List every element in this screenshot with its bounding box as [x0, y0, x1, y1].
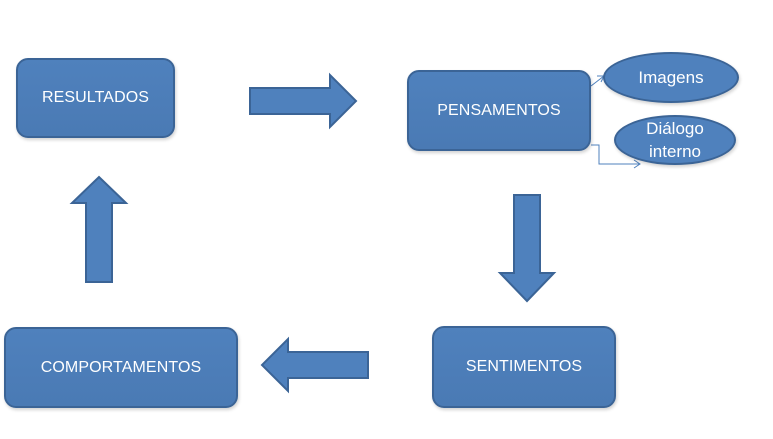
node-sentimentos-label: SENTIMENTOS [465, 358, 583, 375]
node-sentimentos: SENTIMENTOS [432, 326, 616, 408]
arrow-sentimentos-to-comportamentos [260, 336, 369, 394]
connector-dialogo-arrowhead [633, 159, 641, 169]
node-comportamentos-label: COMPORTAMENTOS [40, 358, 202, 376]
node-resultados: RESULTADOS [16, 58, 175, 138]
node-resultados-label: RESULTADOS [41, 89, 150, 106]
node-comportamentos: COMPORTAMENTOS [4, 327, 238, 408]
arrow-pensamentos-to-sentimentos [497, 194, 557, 303]
node-pensamentos-label: PENSAMENTOS [437, 101, 561, 119]
connector-pensamentos-imagens [590, 75, 605, 87]
branch-dialogo-interno-label: Diálogo interno [646, 119, 704, 161]
arrow-comportamentos-to-resultados [69, 175, 129, 283]
arrow-resultados-to-pensamentos [249, 72, 358, 130]
branch-imagens: Imagens [603, 52, 739, 103]
node-pensamentos: PENSAMENTOS [407, 70, 591, 151]
branch-imagens-label: Imagens [638, 68, 704, 87]
branch-dialogo-interno: Diálogo interno [614, 115, 736, 165]
connector-pensamentos-dialogo [591, 144, 640, 165]
